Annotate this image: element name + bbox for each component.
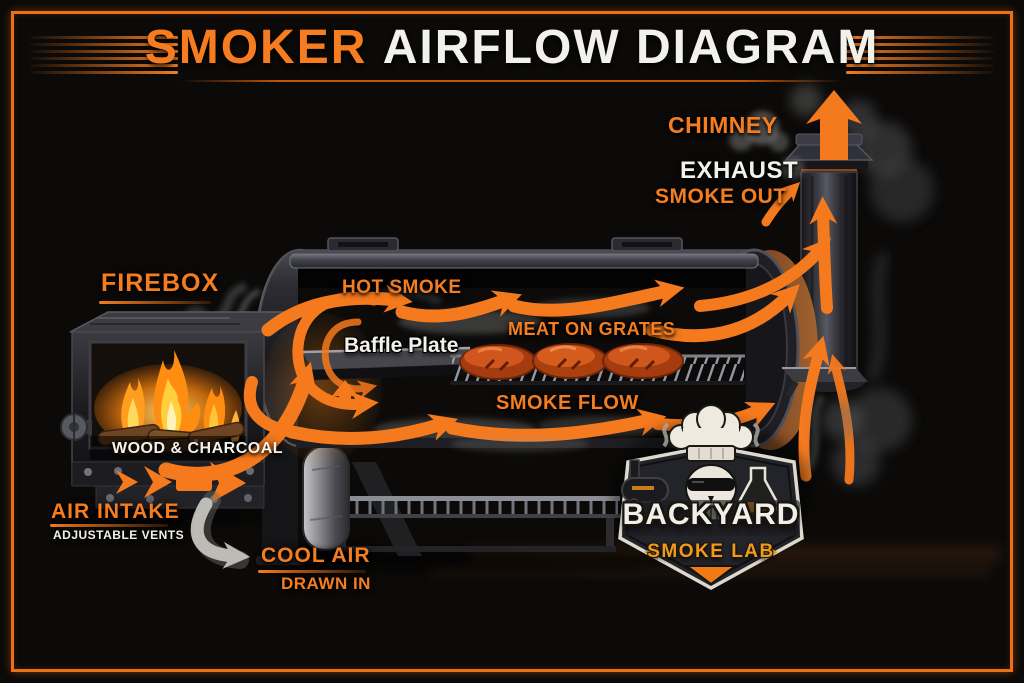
baffle-plate-label: Baffle Plate — [344, 334, 459, 357]
exhaust-label: EXHAUST — [680, 157, 799, 184]
cool-air-arrow — [190, 491, 251, 569]
exhaust-exit-arrow — [806, 90, 862, 160]
drawn-in-label: DRAWN IN — [281, 574, 371, 593]
meat-on-grates-label: MEAT ON GRATES — [508, 319, 676, 339]
logo-badge — [611, 404, 811, 590]
lid-handle-right — [611, 237, 683, 252]
arrow-shapes — [116, 90, 862, 503]
title-rest: AIRFLOW DIAGRAM — [382, 21, 880, 74]
firebox — [60, 311, 301, 509]
title-speed-lines-right — [846, 36, 994, 78]
cool-air-underline — [258, 570, 366, 573]
title-speed-lines-left — [30, 36, 178, 78]
orange-border-frame — [11, 11, 1013, 672]
title-highlight: SMOKER — [144, 21, 368, 74]
intake-knob — [60, 413, 92, 441]
smoke-flow-arrow — [285, 414, 459, 445]
air-intake-arrows — [116, 462, 246, 503]
air-intake-underline — [50, 524, 168, 527]
lid-handle-left — [327, 237, 399, 252]
firebox-underline — [99, 301, 211, 304]
adjustable-vents-label: ADJUSTABLE VENTS — [53, 528, 185, 542]
smoke-out-label: SMOKE OUT — [655, 185, 787, 208]
cool-air-label: COOL AIR — [261, 544, 371, 567]
air-intake-label: AIR INTAKE — [51, 500, 180, 523]
logo-chef-hat-icon — [668, 404, 754, 462]
chimney-arrow — [809, 196, 838, 314]
smoke-flow-label: SMOKE FLOW — [496, 392, 639, 414]
firebox-to-chamber-arrow — [158, 361, 317, 482]
hot-smoke-arrow — [261, 284, 413, 337]
hot-smoke-label: HOT SMOKE — [342, 277, 462, 298]
smoke-clouds-front — [450, 156, 862, 472]
firebox-label: FIREBOX — [101, 269, 220, 297]
page-title: SMOKER AIRFLOW DIAGRAM — [0, 20, 1024, 76]
smoke-out-arrow — [761, 181, 801, 227]
baffle-plate — [301, 346, 482, 380]
meat-pieces — [459, 343, 684, 380]
chimney-label: CHIMNEY — [668, 112, 778, 138]
logo-name-text: BACKYARD — [622, 498, 800, 531]
logo-sub-text: SMOKE LAB — [647, 541, 775, 562]
title-underline — [180, 80, 844, 82]
wood-charcoal-label: WOOD & CHARCOAL — [112, 440, 284, 457]
flames — [121, 350, 241, 442]
